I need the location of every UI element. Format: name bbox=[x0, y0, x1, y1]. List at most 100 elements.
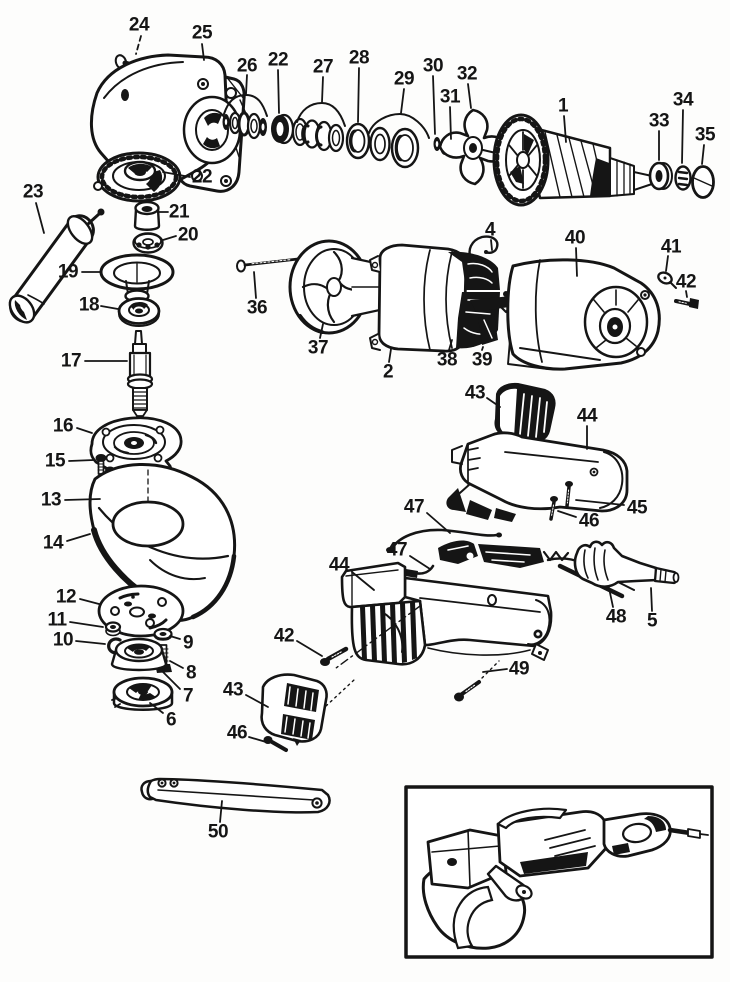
leader-line-32-9 bbox=[467, 83, 472, 109]
lower-handle-44b-drawing bbox=[340, 561, 553, 666]
upper-handle-44a-drawing bbox=[446, 431, 629, 522]
part-label-17-29: 17 bbox=[61, 351, 81, 372]
brace-29-6 bbox=[368, 112, 430, 139]
leader-line-49-53 bbox=[482, 668, 508, 673]
leader-line-41-27 bbox=[665, 255, 669, 272]
leader-line-50-54 bbox=[219, 800, 223, 823]
part-label-14-33: 14 bbox=[43, 533, 64, 554]
part-label-45-43: 45 bbox=[627, 498, 648, 519]
leader-line-38-23 bbox=[448, 339, 453, 351]
inner-flange-7-drawing bbox=[110, 637, 168, 672]
leader-line-37-21 bbox=[319, 323, 324, 339]
part-label-48-51: 48 bbox=[606, 607, 626, 628]
part-label-2-22: 2 bbox=[383, 362, 393, 383]
leader-line-22-3 bbox=[277, 69, 280, 114]
leader-line-48-51 bbox=[608, 587, 614, 608]
part-label-44-42: 44 bbox=[577, 406, 598, 427]
leader-line-45-43 bbox=[575, 499, 625, 506]
spacer-21-drawing bbox=[133, 200, 161, 231]
part-label-7-39: 7 bbox=[183, 686, 193, 707]
leader-line-15-31 bbox=[68, 459, 95, 462]
leader-line-23-14 bbox=[35, 202, 45, 234]
spindle-17-drawing bbox=[126, 330, 154, 417]
artwork-layer bbox=[8, 53, 715, 959]
part-label-42-48: 42 bbox=[274, 626, 294, 647]
part-label-22-15: 22 bbox=[192, 167, 212, 188]
cup-washer-19-drawing bbox=[99, 253, 175, 303]
gear-22-drawing bbox=[93, 151, 182, 203]
part-label-46-50: 46 bbox=[227, 723, 247, 744]
leader-line-18-19 bbox=[100, 305, 119, 310]
screw-45-drawing bbox=[565, 481, 573, 508]
screw-42a-drawing bbox=[674, 298, 699, 309]
part-label-33-11: 33 bbox=[649, 111, 669, 132]
washer-row-drawing bbox=[222, 111, 456, 169]
leader-line-26-2 bbox=[245, 74, 248, 95]
part-label-39-24: 39 bbox=[472, 350, 492, 371]
part-label-25-1: 25 bbox=[192, 23, 213, 44]
leader-line-12-34 bbox=[79, 598, 100, 605]
field-coil-drawing bbox=[369, 243, 500, 353]
screw-42b-drawing bbox=[320, 605, 421, 669]
leader-line-7-39 bbox=[162, 671, 181, 690]
flange-nut-6-drawing bbox=[111, 676, 174, 711]
leader-line-14-33 bbox=[66, 533, 91, 542]
leader-line-28-5 bbox=[357, 67, 360, 123]
leader-line-8-38 bbox=[169, 660, 184, 669]
leader-line-2-22 bbox=[388, 348, 392, 363]
leader-line-43-41 bbox=[486, 397, 501, 408]
wheel-guard-drawing bbox=[88, 462, 237, 622]
part-label-38-23: 38 bbox=[437, 350, 457, 371]
part-label-42-28: 42 bbox=[676, 272, 696, 293]
part-label-11-35: 11 bbox=[47, 610, 67, 631]
part-label-15-31: 15 bbox=[45, 451, 66, 472]
leader-line-30-7 bbox=[432, 75, 436, 135]
part-label-44-47: 44 bbox=[329, 555, 350, 576]
part-label-28-5: 28 bbox=[349, 48, 369, 69]
leader-line-5-52 bbox=[650, 587, 653, 612]
leader-line-9-37 bbox=[169, 635, 181, 640]
part-label-31-8: 31 bbox=[440, 87, 461, 108]
part-label-24-0: 24 bbox=[129, 15, 150, 36]
leader-line-35-13 bbox=[701, 144, 705, 165]
leader-line-6-40 bbox=[149, 702, 164, 714]
part-label-43-49: 43 bbox=[223, 680, 243, 701]
ring-41-drawing bbox=[657, 271, 677, 289]
part-label-30-7: 30 bbox=[423, 56, 443, 77]
washer-9-drawing bbox=[153, 627, 173, 641]
leader-line-22-15 bbox=[162, 171, 191, 178]
leader-line-27-4 bbox=[321, 76, 324, 103]
leader-line-16-30 bbox=[76, 427, 93, 434]
flange-plate-12-drawing bbox=[97, 584, 185, 638]
motor-housing-drawing bbox=[506, 258, 661, 371]
part-label-6-40: 6 bbox=[166, 710, 176, 731]
brush-cap-43a-drawing bbox=[494, 382, 556, 443]
leader-line-20-17 bbox=[162, 235, 177, 241]
leader-line-42-48 bbox=[296, 640, 323, 657]
part-label-5-52: 5 bbox=[647, 611, 658, 632]
part-label-18-19: 18 bbox=[79, 295, 99, 316]
part-label-23-14: 23 bbox=[23, 182, 43, 203]
part-label-19-18: 19 bbox=[58, 262, 78, 283]
leader-line-25-1 bbox=[201, 43, 205, 61]
assembled-grinder-inset bbox=[404, 785, 714, 959]
leader-line-11-35 bbox=[69, 621, 104, 628]
gear-housing-drawing bbox=[89, 53, 248, 194]
leader-line-1-10 bbox=[563, 115, 567, 143]
brace-26-2 bbox=[223, 93, 268, 117]
armature-drawing bbox=[492, 113, 715, 207]
part-label-43-41: 43 bbox=[465, 383, 485, 404]
leader-line-4-25 bbox=[490, 239, 493, 251]
part-label-47-45: 47 bbox=[404, 497, 424, 518]
part-label-40-26: 40 bbox=[565, 228, 585, 249]
part-label-12-34: 12 bbox=[56, 587, 76, 608]
part-label-9-37: 9 bbox=[183, 633, 193, 654]
cord-protector-drawing bbox=[573, 540, 680, 588]
part-label-4-25: 4 bbox=[485, 220, 496, 241]
part-label-16-30: 16 bbox=[53, 416, 73, 437]
leader-line-44-47 bbox=[351, 571, 375, 591]
leader-line-47-46 bbox=[409, 555, 431, 570]
wire-clip-4-drawing bbox=[468, 235, 499, 262]
